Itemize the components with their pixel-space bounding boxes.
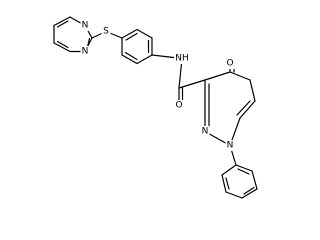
bond-line-9 [86, 37, 91, 48]
bond-line-15 [136, 54, 153, 65]
bond-line-7 [56, 20, 69, 28]
bond-line-39 [221, 174, 227, 193]
atom-labels: S N N NH O O N N [80, 20, 235, 151]
bond-line-43 [235, 164, 253, 172]
bond-line-13 [136, 28, 153, 39]
bond-line-41 [241, 188, 258, 199]
bond-line-27 [229, 71, 251, 81]
bond-line-44 [225, 177, 230, 190]
bond-line-8 [56, 40, 69, 49]
pyridazine-nitrogen-2-label: N [202, 127, 209, 137]
bond-line-16 [121, 54, 138, 65]
amide-oxygen-label: O [175, 101, 182, 111]
bond-line-36 [236, 100, 251, 116]
pyrimidine-nitrogen-b-label: N [82, 47, 89, 57]
bond-line-3 [53, 42, 71, 53]
bond-line-12 [121, 28, 138, 39]
ketone-oxygen-label: O [226, 59, 233, 69]
amide-nh-label: NH [175, 54, 189, 64]
bond-line-25 [178, 79, 206, 89]
pyridazine-nitrogen-1-label: N [227, 141, 234, 151]
bond-line-20 [124, 51, 138, 61]
sulfur-atom-label: S [103, 27, 109, 37]
bond-line-45 [243, 186, 255, 195]
bond-line-1 [53, 16, 71, 27]
bond-line-28 [249, 79, 256, 102]
bond-line-42 [251, 170, 258, 190]
bond-line-38 [221, 164, 237, 176]
bond-lines [53, 16, 258, 199]
pyrimidine-nitrogen-a-label: N [82, 21, 89, 31]
bond-line-46 [237, 168, 250, 175]
bond-line-29 [239, 100, 256, 119]
bond-line-26 [204, 71, 231, 81]
bond-line-40 [225, 191, 243, 199]
bond-line-18 [125, 32, 138, 41]
molecule-diagram: S N N NH O O N N [53, 16, 258, 199]
